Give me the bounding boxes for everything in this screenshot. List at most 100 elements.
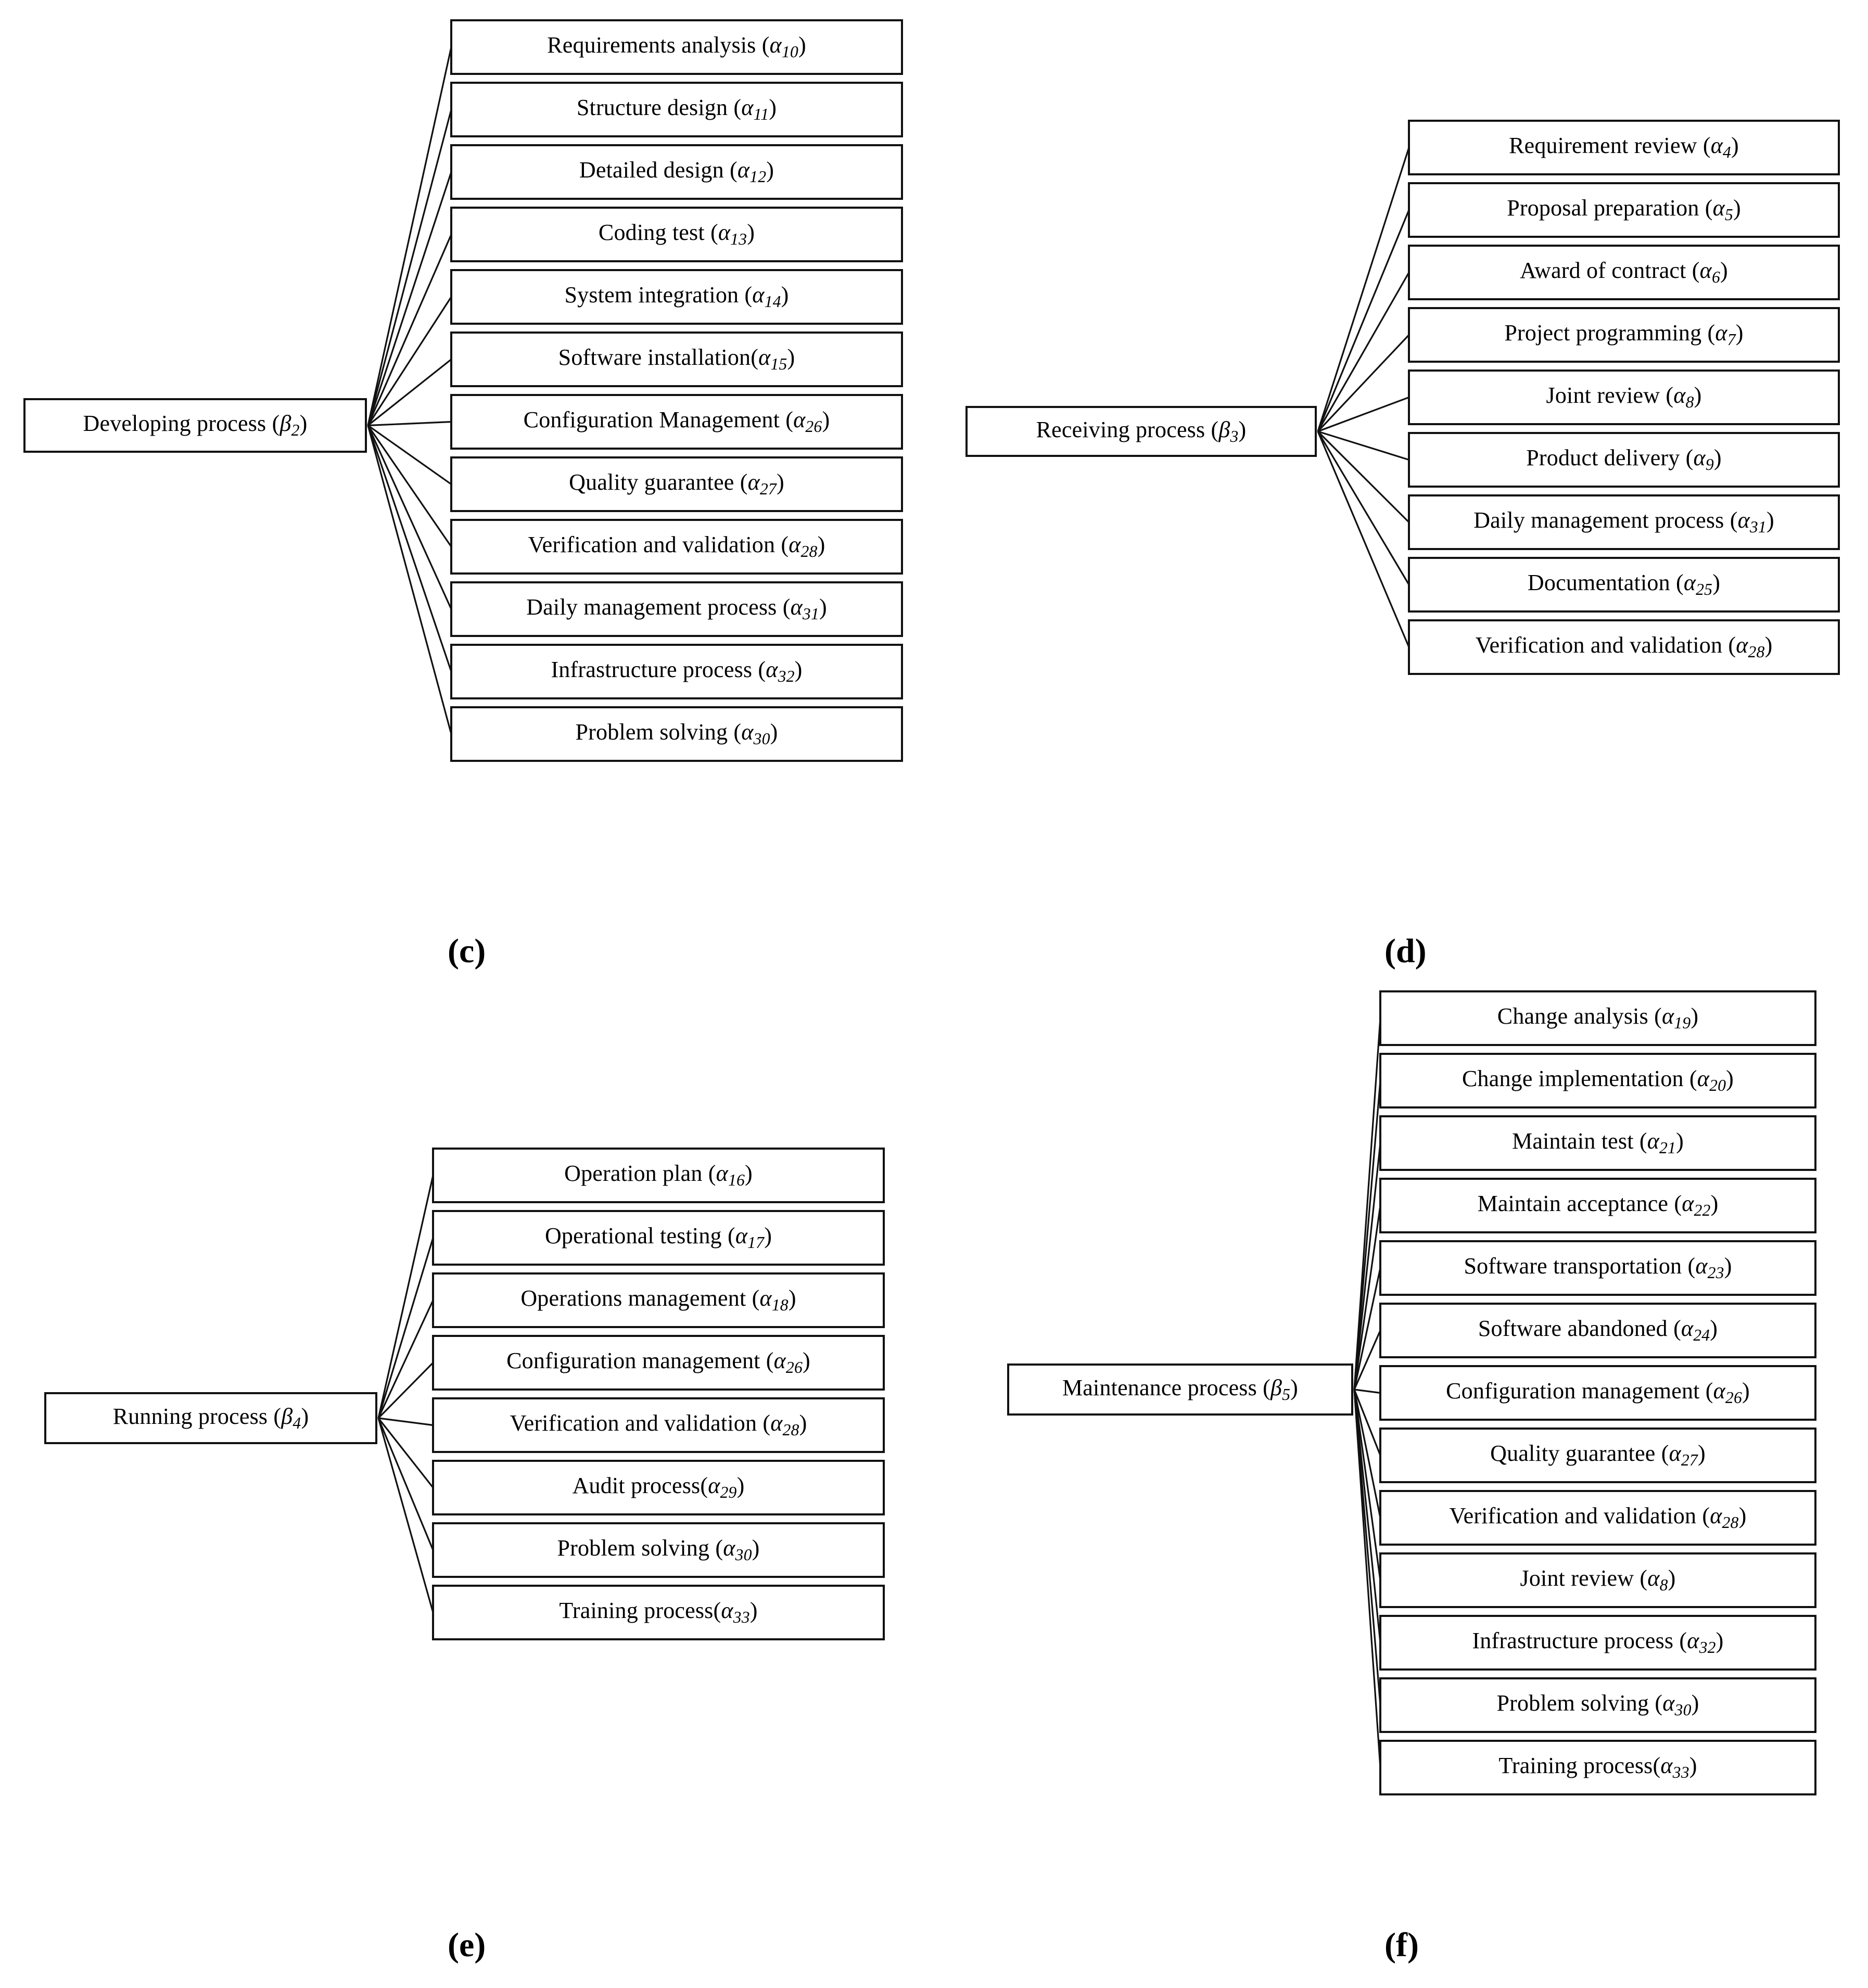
child-node-c-6[interactable]: Software installation(α15): [450, 332, 903, 387]
connector-f-10: [1353, 1389, 1381, 1581]
child-node-label: Requirements analysis (α10): [547, 32, 806, 61]
connector-c-3: [367, 172, 452, 426]
connector-c-2: [367, 109, 452, 426]
child-node-c-12[interactable]: Problem solving (α30): [450, 706, 903, 762]
child-node-label: Documentation (α25): [1527, 570, 1721, 599]
connector-e-5: [378, 1417, 434, 1426]
child-node-label: Configuration management (α26): [506, 1348, 810, 1377]
child-node-label: Verification and validation (α28): [1449, 1503, 1747, 1532]
child-node-d-7[interactable]: Daily management process (α31): [1408, 494, 1840, 550]
child-node-d-3[interactable]: Award of contract (α6): [1408, 245, 1840, 300]
child-node-c-11[interactable]: Infrastructure process (α32): [450, 644, 903, 699]
child-node-d-1[interactable]: Requirement review (α4): [1408, 120, 1840, 175]
child-node-c-2[interactable]: Structure design (α11): [450, 82, 903, 137]
child-node-label: Operation plan (α16): [564, 1161, 753, 1190]
child-node-d-5[interactable]: Joint review (α8): [1408, 369, 1840, 425]
parent-node-c[interactable]: Developing process (β2): [23, 398, 367, 453]
child-node-e-4[interactable]: Configuration management (α26): [432, 1335, 885, 1391]
child-node-c-8[interactable]: Quality guarantee (α27): [450, 456, 903, 512]
child-node-c-5[interactable]: System integration (α14): [450, 269, 903, 325]
child-node-d-6[interactable]: Product delivery (α9): [1408, 432, 1840, 488]
child-node-label: Coding test (α13): [598, 220, 755, 249]
child-node-label: Problem solving (α30): [575, 719, 778, 748]
connector-f-3: [1353, 1143, 1381, 1390]
connector-f-9: [1353, 1389, 1381, 1518]
child-node-d-9[interactable]: Verification and validation (α28): [1408, 619, 1840, 675]
child-node-c-9[interactable]: Verification and validation (α28): [450, 519, 903, 575]
connector-d-8: [1317, 431, 1410, 585]
child-node-f-8[interactable]: Quality guarantee (α27): [1379, 1428, 1816, 1483]
child-node-e-6[interactable]: Audit process(α29): [432, 1460, 885, 1515]
connector-e-3: [377, 1299, 434, 1419]
child-node-label: Award of contract (α6): [1520, 258, 1728, 287]
panel-caption-f: (f): [1384, 1926, 1419, 1964]
child-node-f-2[interactable]: Change implementation (α20): [1379, 1053, 1816, 1108]
connector-f-4: [1353, 1205, 1381, 1390]
child-node-e-8[interactable]: Training process(α33): [432, 1585, 885, 1640]
child-node-label: Daily management process (α31): [1473, 507, 1774, 537]
child-node-label: Operations management (α18): [520, 1285, 796, 1315]
child-node-c-3[interactable]: Detailed design (α12): [450, 144, 903, 200]
child-node-f-13[interactable]: Training process(α33): [1379, 1740, 1816, 1795]
child-node-e-3[interactable]: Operations management (α18): [432, 1272, 885, 1328]
child-node-f-9[interactable]: Verification and validation (α28): [1379, 1490, 1816, 1546]
child-node-f-3[interactable]: Maintain test (α21): [1379, 1115, 1816, 1171]
child-node-label: Maintain acceptance (α22): [1477, 1191, 1719, 1220]
connector-f-6: [1353, 1330, 1381, 1390]
child-node-f-11[interactable]: Infrastructure process (α32): [1379, 1615, 1816, 1671]
connector-c-6: [367, 359, 452, 426]
child-node-d-8[interactable]: Documentation (α25): [1408, 557, 1840, 613]
child-node-d-2[interactable]: Proposal preparation (α5): [1408, 182, 1840, 238]
child-node-f-10[interactable]: Joint review (α8): [1379, 1552, 1816, 1608]
child-node-label: System integration (α14): [564, 282, 789, 311]
child-node-f-4[interactable]: Maintain acceptance (α22): [1379, 1178, 1816, 1233]
child-node-d-4[interactable]: Project programming (α7): [1408, 307, 1840, 363]
connector-e-4: [377, 1362, 434, 1419]
child-node-label: Training process(α33): [1498, 1753, 1697, 1782]
connector-e-6: [377, 1418, 434, 1488]
parent-node-label: Maintenance process (β5): [1062, 1374, 1299, 1404]
child-node-label: Configuration management (α26): [1446, 1378, 1750, 1407]
child-node-c-4[interactable]: Coding test (α13): [450, 207, 903, 262]
connector-e-8: [377, 1418, 434, 1613]
connector-e-7: [377, 1418, 434, 1551]
child-node-f-5[interactable]: Software transportation (α23): [1379, 1240, 1816, 1296]
parent-node-e[interactable]: Running process (β4): [44, 1392, 377, 1444]
child-node-label: Verification and validation (α28): [1475, 632, 1773, 661]
child-node-e-5[interactable]: Verification and validation (α28): [432, 1397, 885, 1453]
connector-c-5: [367, 296, 452, 426]
connector-f-1: [1353, 1018, 1381, 1390]
connector-f-8: [1353, 1389, 1381, 1456]
child-node-c-1[interactable]: Requirements analysis (α10): [450, 19, 903, 75]
child-node-f-6[interactable]: Software abandoned (α24): [1379, 1303, 1816, 1358]
child-node-e-2[interactable]: Operational testing (α17): [432, 1210, 885, 1266]
child-node-f-7[interactable]: Configuration management (α26): [1379, 1365, 1816, 1421]
child-node-f-12[interactable]: Problem solving (α30): [1379, 1677, 1816, 1733]
panel-caption-e: (e): [448, 1926, 486, 1964]
parent-node-label: Running process (β4): [112, 1403, 309, 1432]
connector-c-10: [367, 425, 452, 610]
parent-node-d[interactable]: Receiving process (β3): [965, 406, 1317, 457]
connector-c-12: [367, 425, 452, 734]
child-node-c-7[interactable]: Configuration Management (α26): [450, 394, 903, 450]
child-node-label: Product delivery (α9): [1526, 445, 1722, 474]
parent-node-label: Developing process (β2): [83, 411, 308, 440]
connector-f-13: [1353, 1389, 1381, 1768]
child-node-label: Quality guarantee (α27): [569, 469, 784, 499]
connector-e-2: [377, 1238, 434, 1419]
connector-d-9: [1317, 431, 1410, 648]
child-node-f-1[interactable]: Change analysis (α19): [1379, 990, 1816, 1046]
child-node-e-7[interactable]: Problem solving (α30): [432, 1522, 885, 1578]
child-node-label: Verification and validation (α28): [510, 1410, 807, 1439]
connector-c-7: [367, 420, 452, 427]
connector-d-5: [1317, 397, 1409, 432]
panel-caption-c: (c): [448, 932, 486, 970]
child-node-label: Quality guarantee (α27): [1490, 1441, 1706, 1470]
child-node-e-1[interactable]: Operation plan (α16): [432, 1148, 885, 1203]
child-node-label: Project programming (α7): [1504, 320, 1744, 349]
parent-node-f[interactable]: Maintenance process (β5): [1007, 1363, 1353, 1416]
child-node-c-10[interactable]: Daily management process (α31): [450, 581, 903, 637]
child-node-label: Training process(α33): [559, 1598, 758, 1627]
child-node-label: Structure design (α11): [576, 95, 777, 124]
